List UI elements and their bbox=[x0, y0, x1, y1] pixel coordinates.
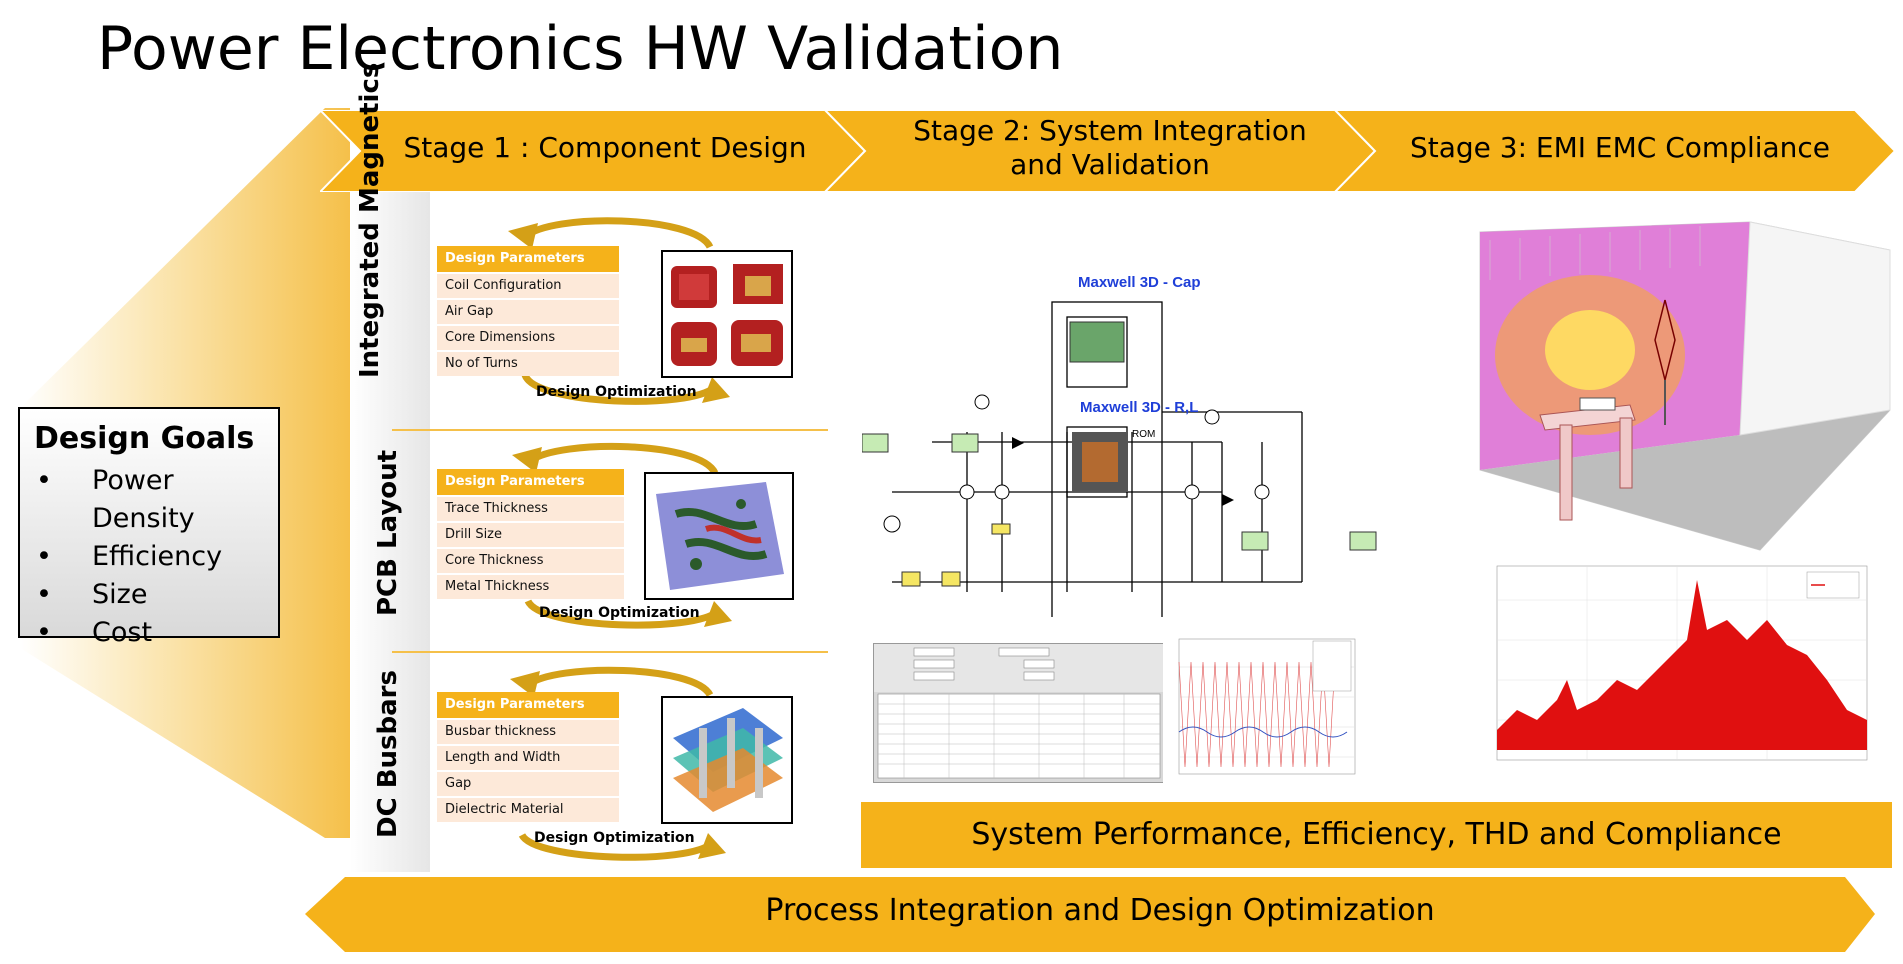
parameter-results-table bbox=[873, 643, 1165, 783]
param-row: Trace Thickness bbox=[437, 495, 624, 521]
param-row: Core Thickness bbox=[437, 547, 624, 573]
param-row: Coil Configuration bbox=[437, 272, 619, 298]
row-separator bbox=[392, 651, 828, 653]
stage-chevrons bbox=[320, 110, 1895, 192]
params-header: Design Parameters bbox=[437, 692, 619, 718]
maxwell-cap-label: Maxwell 3D - Cap bbox=[1078, 274, 1201, 291]
param-row: Air Gap bbox=[437, 298, 619, 324]
stage-3-label: Stage 3: EMI EMC Compliance bbox=[1409, 131, 1831, 164]
param-row: Dielectric Material bbox=[437, 796, 619, 822]
row-label-dc-busbars: DC Busbars bbox=[373, 670, 403, 838]
rom-label: ROM bbox=[1132, 429, 1156, 440]
optimization-loop-arrows bbox=[512, 442, 732, 629]
design-optimization-label: Design Optimization bbox=[539, 605, 700, 621]
optimization-loop-arrows bbox=[508, 217, 730, 405]
process-integration-arrow bbox=[305, 877, 1895, 952]
optimization-loop-arrows bbox=[510, 666, 726, 861]
param-row: Drill Size bbox=[437, 521, 624, 547]
param-row: Busbar thickness bbox=[437, 718, 619, 744]
param-row: Gap bbox=[437, 770, 619, 796]
row-label-strip bbox=[350, 192, 430, 872]
param-row: Metal Thickness bbox=[437, 573, 624, 599]
row-separator bbox=[392, 429, 828, 431]
maxwell-rl-label: Maxwell 3D - R,L bbox=[1080, 399, 1199, 416]
design-goals-heading: Design Goals bbox=[34, 421, 255, 456]
pcb-layout-image bbox=[644, 472, 794, 600]
busbar-image bbox=[661, 696, 793, 824]
design-optimization-label: Design Optimization bbox=[534, 830, 695, 846]
process-integration-label: Process Integration and Design Optimizat… bbox=[765, 893, 1435, 928]
design-parameters-table-busbars: Design Parameters Busbar thickness Lengt… bbox=[437, 692, 619, 822]
goal-item: Cost bbox=[34, 614, 264, 652]
magnetic-core-image bbox=[661, 250, 793, 378]
params-header: Design Parameters bbox=[437, 469, 624, 495]
goal-item: Size bbox=[34, 576, 264, 614]
row-label-integrated-magnetics: Integrated Magnetics bbox=[355, 63, 385, 378]
row-label-pcb-layout: PCB Layout bbox=[373, 449, 403, 616]
param-row: Core Dimensions bbox=[437, 324, 619, 350]
params-header: Design Parameters bbox=[437, 246, 619, 272]
param-row: Length and Width bbox=[437, 744, 619, 770]
emi-spectrum-plot bbox=[1477, 560, 1877, 778]
goal-item: Power Density bbox=[34, 462, 264, 538]
stage-1-label: Stage 1 : Component Design bbox=[403, 131, 807, 164]
goal-item: Efficiency bbox=[34, 538, 264, 576]
stage-2-label: Stage 2: System Integration and Validati… bbox=[913, 114, 1307, 181]
instantaneous-power-plot bbox=[1163, 627, 1363, 792]
design-optimization-label: Design Optimization bbox=[536, 384, 697, 400]
design-parameters-table-pcb: Design Parameters Trace Thickness Drill … bbox=[437, 469, 624, 599]
design-parameters-table-magnetics: Design Parameters Coil Configuration Air… bbox=[437, 246, 619, 376]
system-performance-bar: System Performance, Efficiency, THD and … bbox=[861, 802, 1892, 868]
circuit-schematic bbox=[861, 262, 1402, 623]
design-goals-box: Design Goals Power Density Efficiency Si… bbox=[18, 407, 280, 652]
emi-chamber-image bbox=[1470, 220, 1895, 555]
param-row: No of Turns bbox=[437, 350, 619, 376]
page-title: Power Electronics HW Validation bbox=[97, 14, 1064, 84]
